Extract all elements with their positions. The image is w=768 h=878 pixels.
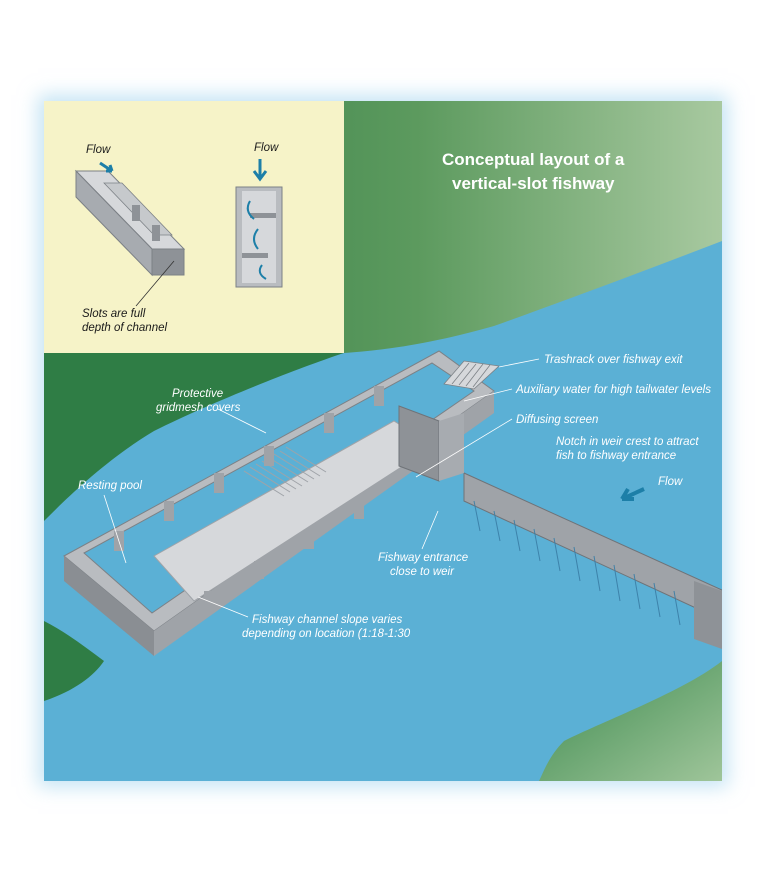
channel-plan-view bbox=[235, 186, 283, 288]
auxiliary-leader bbox=[463, 388, 513, 402]
slope-line-1: Fishway channel slope varies bbox=[252, 614, 402, 626]
diffusing-leader bbox=[415, 418, 513, 478]
title-line-2: vertical-slot fishway bbox=[452, 174, 615, 193]
gridmesh-leader bbox=[217, 408, 267, 434]
trashrack-leader bbox=[498, 358, 540, 368]
notch-line-2: fish to fishway entrance bbox=[556, 450, 676, 462]
inset-flow-arrow-left-icon bbox=[99, 161, 114, 173]
slots-leader-line bbox=[135, 260, 175, 307]
near-bank-right bbox=[539, 661, 722, 781]
fishway-diagram: Flow Slots are full depth of channel Flo… bbox=[44, 101, 722, 781]
title-line-1: Conceptual layout of a bbox=[442, 150, 625, 169]
near-bank-bottom-left bbox=[44, 621, 104, 701]
auxiliary-label: Auxiliary water for high tailwater level… bbox=[515, 384, 711, 396]
slots-note-line-2: depth of channel bbox=[82, 322, 167, 334]
notch-line-1: Notch in weir crest to attract bbox=[556, 436, 699, 448]
resting-pool-leader bbox=[103, 494, 127, 564]
inset-flow-label-left: Flow bbox=[86, 144, 111, 156]
flow-label: Flow bbox=[658, 476, 683, 488]
slope-label: Fishway channel slope varies depending o… bbox=[242, 614, 411, 640]
entrance-line-1: Fishway entrance bbox=[378, 552, 468, 564]
fishway-structure bbox=[63, 350, 500, 656]
trashrack-label: Trashrack over fishway exit bbox=[544, 354, 683, 366]
flow-arrow-icon bbox=[620, 487, 645, 501]
slope-leader bbox=[197, 596, 249, 618]
slots-note-line-1: Slots are full bbox=[82, 308, 146, 320]
slope-line-2: depending on location (1:18-1:30 bbox=[242, 628, 411, 640]
inset-slots-note: Slots are full depth of channel bbox=[82, 308, 167, 334]
diagram-title: Conceptual layout of a vertical-slot fis… bbox=[442, 150, 629, 193]
channel-section-3d bbox=[74, 169, 186, 277]
resting-pool-label: Resting pool bbox=[78, 480, 142, 492]
inset-flow-label-right: Flow bbox=[254, 142, 279, 154]
gridmesh-line-2: gridmesh covers bbox=[156, 402, 241, 414]
entrance-leader bbox=[421, 510, 439, 550]
gridmesh-label: Protective gridmesh covers bbox=[156, 388, 241, 414]
gridmesh-line-1: Protective bbox=[172, 388, 223, 400]
near-bank-left bbox=[44, 353, 344, 521]
entrance-label: Fishway entrance close to weir bbox=[378, 552, 471, 578]
notch-label: Notch in weir crest to attract fish to f… bbox=[556, 436, 702, 462]
weir bbox=[463, 472, 722, 649]
inset-panel bbox=[44, 101, 344, 353]
entrance-line-2: close to weir bbox=[390, 566, 455, 578]
inset-flow-arrow-down-icon bbox=[252, 159, 268, 182]
diagram-frame: Flow Slots are full depth of channel Flo… bbox=[44, 101, 722, 781]
diffusing-label: Diffusing screen bbox=[516, 414, 598, 426]
